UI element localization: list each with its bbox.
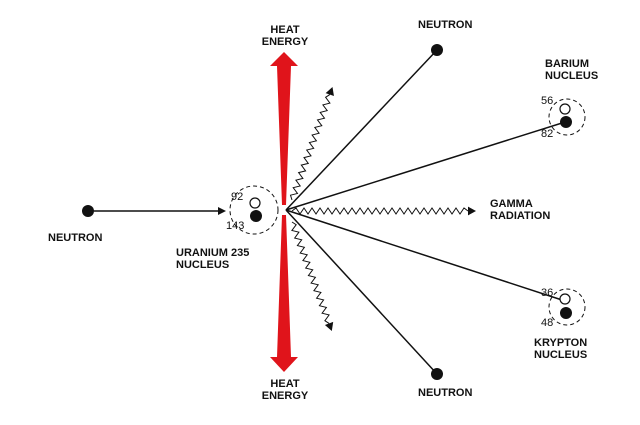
krypton-proton-count: 36 [541,287,554,299]
gamma-label-line2: RADIATION [490,210,551,222]
neutron-top-label: NEUTRON [418,19,473,31]
barium-proton-count: 56 [541,95,554,107]
uranium-nucleus-ring [229,185,279,235]
krypton-neutron-count: 48 [541,317,554,329]
heat-energy-top-label: HEAT ENERGY [250,24,320,48]
gamma-wave-right [291,207,469,215]
neutron-bottom-label: NEUTRON [418,387,473,399]
gamma-wave-down [291,221,330,324]
uranium-proton-count: 92 [231,191,244,203]
heat-energy-bottom-label: HEAT ENERGY [250,378,320,402]
heat-bottom-line2: ENERGY [261,390,309,402]
gamma-wave-up [289,94,331,201]
krypton-label-line1: KRYPTON [534,337,588,349]
neutron-top-path [285,49,438,211]
uranium-label-line2: NUCLEUS [176,259,230,271]
barium-proton-ball [559,103,571,115]
barium-neutron-ball [560,116,572,128]
heat-top-line2: ENERGY [261,36,309,48]
heat-top-line1: HEAT [270,24,300,36]
incoming-neutron-dot [82,205,94,217]
gamma-wave-up-head [325,87,334,97]
neutron-bottom-dot [431,368,443,380]
uranium-proton-ball [249,197,261,209]
barium-label-line1: BARIUM [545,58,589,70]
uranium-label: URANIUM 235 NUCLEUS [176,247,249,271]
barium-label: BARIUM NUCLEUS [545,58,598,82]
neutron-bottom-path [285,209,438,375]
krypton-label: KRYPTON NUCLEUS [534,337,587,361]
krypton-neutron-ball [560,307,572,319]
uranium-neutron-count: 143 [226,220,245,232]
krypton-label-line2: NUCLEUS [534,349,588,361]
krypton-proton-ball [559,293,571,305]
krypton-nucleus-ring [548,288,586,326]
gamma-wave-right-head [468,206,476,216]
incoming-neutron-label: NEUTRON [48,232,103,244]
uranium-label-line1: URANIUM 235 [176,247,250,259]
heat-arrow-down [270,215,298,372]
uranium-neutron-ball [250,210,262,222]
gamma-label: GAMMA RADIATION [490,198,550,222]
heat-arrow-up [270,52,298,205]
krypton-path [285,209,563,301]
barium-path [285,122,563,211]
neutron-top-dot [431,44,443,56]
barium-nucleus-ring [548,98,586,136]
barium-neutron-count: 82 [541,128,554,140]
heat-bottom-line1: HEAT [270,378,300,390]
gamma-wave-down-head [324,321,334,331]
gamma-label-line1: GAMMA [490,198,533,210]
barium-label-line2: NUCLEUS [545,70,599,82]
